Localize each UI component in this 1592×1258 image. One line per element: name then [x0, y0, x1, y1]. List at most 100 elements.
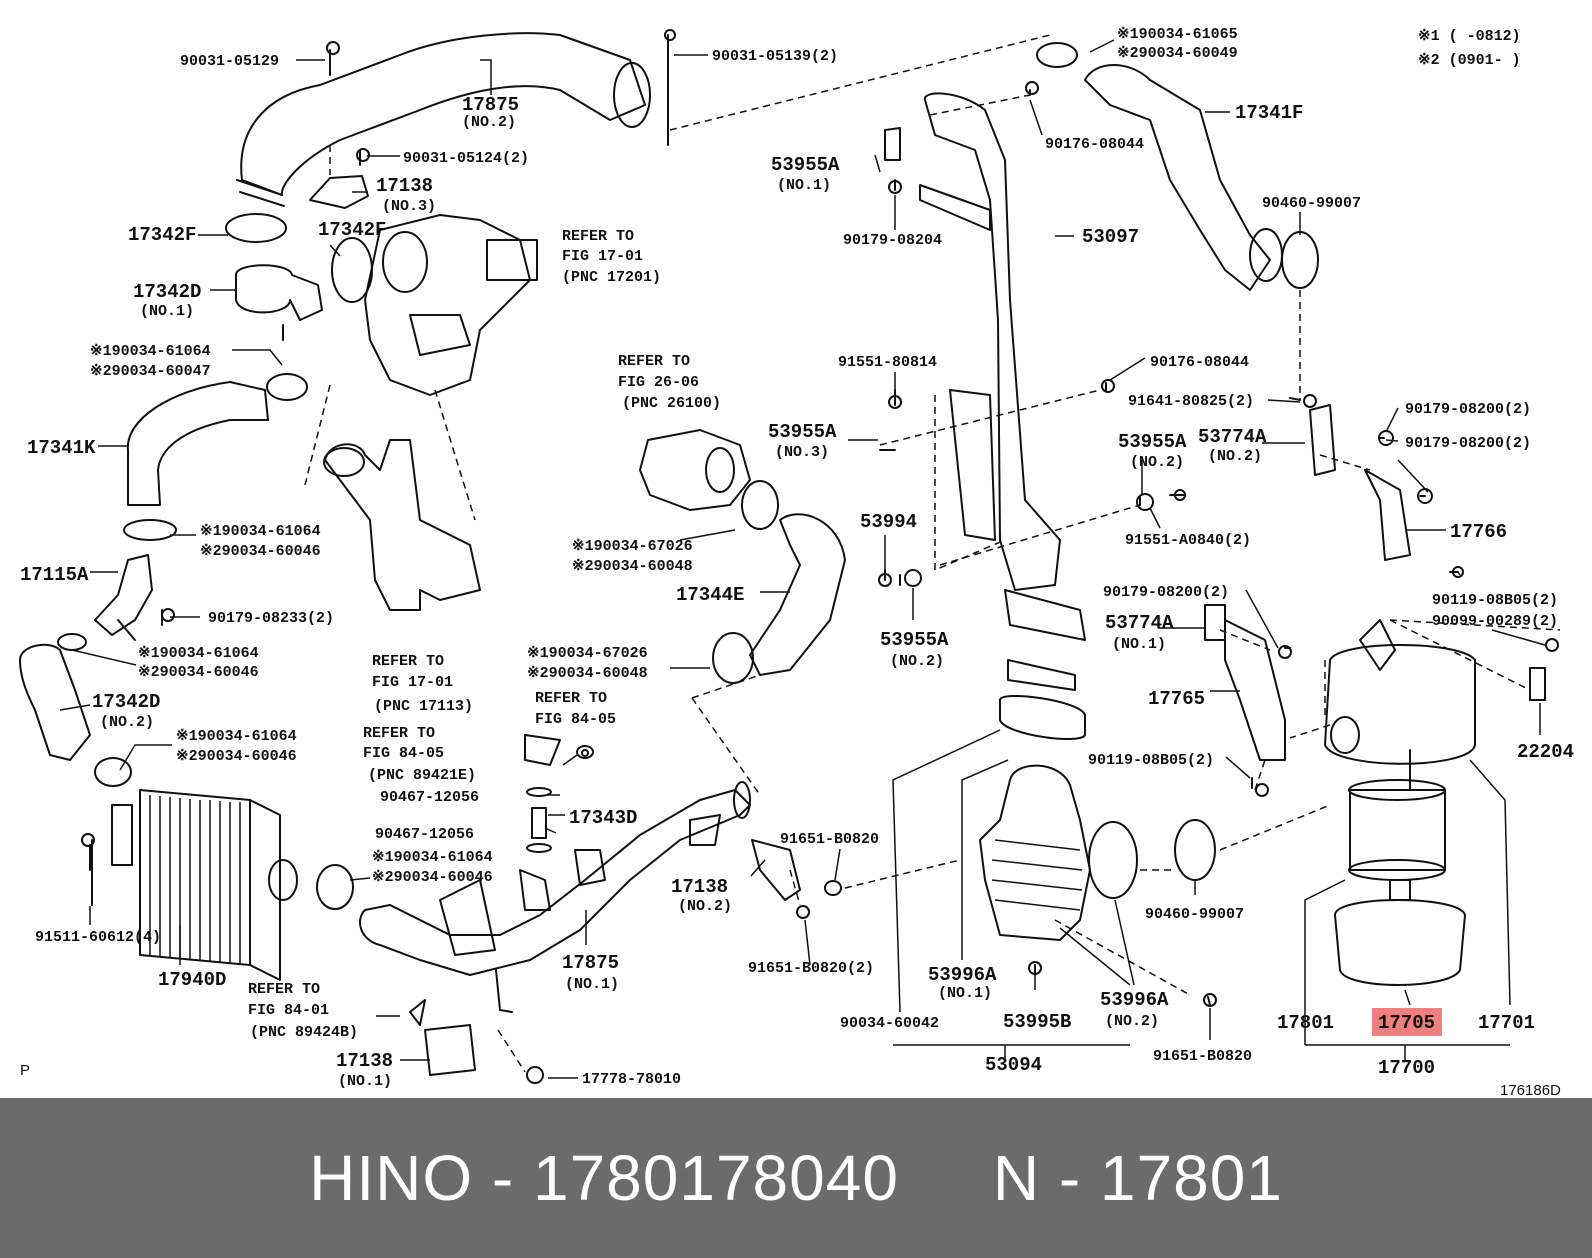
part-label: ※190034-61064 [372, 849, 493, 866]
footer-ref-prefix: N [992, 1142, 1041, 1214]
drawing-shapes [19, 29, 1559, 1084]
part-label: (PNC 17113) [374, 698, 473, 715]
part-label: ※190034-61064 [138, 645, 259, 662]
part-label: 90176-08044 [1150, 354, 1249, 371]
part-label: 91641-80825(2) [1128, 393, 1254, 410]
dashed-lines [304, 34, 1561, 1073]
part-label: 17765 [1148, 688, 1205, 710]
part-label: 17875 [462, 94, 519, 116]
highlight-box [1372, 1008, 1442, 1036]
part-label: (NO.1) [777, 177, 831, 194]
part-label: (NO.2) [100, 714, 154, 731]
footer-caption: HINO - 1780178040 N - 17801 [309, 1142, 1283, 1214]
part-label: (NO.2) [462, 114, 516, 131]
part-label: (NO.1) [938, 985, 992, 1002]
part-label: ※290034-60046 [176, 748, 297, 765]
part-label: (NO.2) [678, 898, 732, 915]
highlighted-part-label: 17705 [1378, 1012, 1435, 1034]
leader-lines [59, 39, 1546, 1079]
part-label: 90460-99007 [1262, 195, 1361, 212]
part-label: 17138 [376, 175, 433, 197]
part-label: (NO.1) [1112, 636, 1166, 653]
part-label: 17342F [128, 224, 196, 246]
part-label: 90179-08200(2) [1405, 435, 1531, 452]
part-label: 53996A [928, 964, 997, 986]
part-label: 53996A [1100, 989, 1169, 1011]
part-label: 53955A [1118, 431, 1187, 453]
part-label: ※290034-60046 [138, 664, 259, 681]
part-label: 91651-B0820 [1153, 1048, 1252, 1065]
part-label: 91651-B0820(2) [748, 960, 874, 977]
part-label: 17778-78010 [582, 1071, 681, 1088]
part-label: (NO.1) [338, 1073, 392, 1090]
part-label: (PNC 89421E) [368, 767, 476, 784]
footer-part-number: 1780178040 [532, 1142, 899, 1214]
part-label: 17341K [27, 437, 96, 459]
part-label: 91651-B0820 [780, 831, 879, 848]
part-label: ※290034-60047 [90, 363, 211, 380]
part-label: 90467-12056 [380, 789, 479, 806]
footer-bar: HINO - 1780178040 N - 17801 [0, 1098, 1592, 1258]
part-label: 90467-12056 [375, 826, 474, 843]
part-label: 90031-05139(2) [712, 48, 838, 65]
part-label: ※190034-61065 [1117, 26, 1238, 43]
part-label: 90031-05124(2) [403, 150, 529, 167]
corner-mark: P [20, 1062, 30, 1079]
part-label: (PNC 17201) [562, 269, 661, 286]
part-label: 91551-80814 [838, 354, 937, 371]
part-label: 53774A [1198, 426, 1267, 448]
part-label: 90099-00289(2) [1432, 613, 1558, 630]
part-label: ※290034-60048 [527, 665, 648, 682]
part-label: 53955A [771, 154, 840, 176]
part-label: 90460-99007 [1145, 906, 1244, 923]
part-label: ※290034-60048 [572, 558, 693, 575]
part-label: 90119-08B05(2) [1088, 752, 1214, 769]
footer-brand: HINO [309, 1142, 474, 1214]
part-label: 17138 [671, 876, 728, 898]
part-label: ※190034-61064 [200, 523, 321, 540]
part-label: FIG 17-01 [372, 674, 453, 691]
part-label: 17700 [1378, 1057, 1435, 1079]
part-label: 17138 [336, 1050, 393, 1072]
part-label: 53955A [880, 629, 949, 651]
part-label: 17940D [158, 969, 226, 991]
figure-id: 176186D [1500, 1082, 1561, 1098]
part-label: ※190034-61064 [90, 343, 211, 360]
part-label: ※290034-60049 [1117, 45, 1238, 62]
part-label: 91511-60612(4) [35, 929, 161, 946]
part-label: 22204 [1517, 741, 1574, 763]
part-label: 53995B [1003, 1011, 1071, 1033]
part-label: 17343D [569, 807, 637, 829]
part-label: REFER TO [248, 981, 320, 998]
part-label: FIG 84-05 [363, 745, 444, 762]
part-label: 90179-08200(2) [1103, 584, 1229, 601]
part-label: REFER TO [618, 353, 690, 370]
part-label: 53097 [1082, 226, 1139, 248]
part-label: REFER TO [535, 690, 607, 707]
part-label: 17115A [20, 564, 89, 586]
part-label: 90179-08233(2) [208, 610, 334, 627]
part-label: 17342D [92, 691, 160, 713]
part-label: (NO.2) [890, 653, 944, 670]
part-label: 17344E [676, 584, 744, 606]
part-label: 53955A [768, 421, 837, 443]
part-label: FIG 84-05 [535, 711, 616, 728]
part-labels: 90031-0512917875(NO.2)90031-05139(2)9003… [20, 26, 1574, 1090]
part-label: 53094 [985, 1054, 1042, 1076]
part-label: (NO.2) [1130, 454, 1184, 471]
part-label: 17766 [1450, 521, 1507, 543]
part-label: 90179-08204 [843, 232, 942, 249]
part-label: (NO.2) [1105, 1013, 1159, 1030]
part-label: 90179-08200(2) [1405, 401, 1531, 418]
part-label: FIG 26-06 [618, 374, 699, 391]
part-label: 17801 [1277, 1012, 1334, 1034]
part-label: FIG 84-01 [248, 1002, 329, 1019]
part-label: REFER TO [372, 653, 444, 670]
part-label: REFER TO [562, 228, 634, 245]
part-label: ※290034-60046 [200, 543, 321, 560]
part-label: 17341F [1235, 102, 1303, 124]
part-label: 53994 [860, 511, 917, 533]
part-label: (NO.3) [382, 198, 436, 215]
part-label: (NO.2) [1208, 448, 1262, 465]
